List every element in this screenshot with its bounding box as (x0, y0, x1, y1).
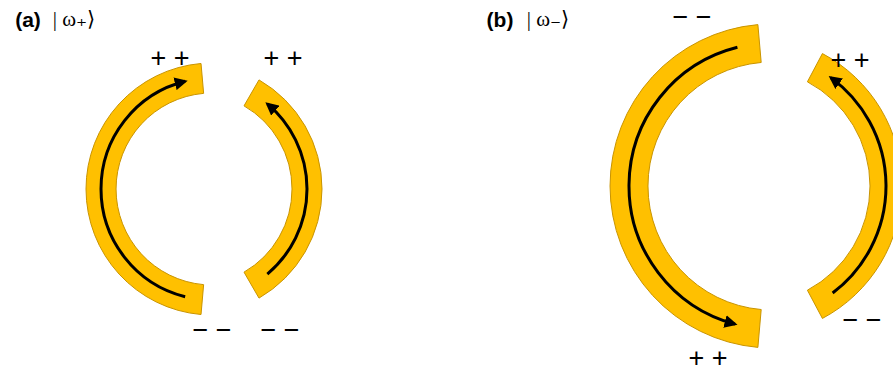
current-arrow (101, 81, 185, 296)
ring-arc (86, 63, 204, 314)
ring-arc (244, 80, 322, 298)
charge-label: + + (263, 45, 302, 72)
state-label: | ω₊⟩ (53, 9, 96, 30)
charge-label: − − (672, 3, 711, 30)
current-arrow (267, 104, 307, 274)
charge-label: − − (260, 317, 299, 344)
charge-label: + + (830, 47, 869, 74)
panel-label: (a) (15, 9, 41, 30)
state-label: | ω₋⟩ (527, 9, 570, 30)
panel-label: (b) (487, 9, 514, 30)
ring-arc (807, 54, 893, 319)
charge-label: + + (688, 344, 727, 371)
current-arrow (831, 78, 886, 293)
ring-arc (610, 25, 761, 348)
charge-label: − − (192, 317, 231, 344)
charge-label: − − (842, 307, 881, 334)
charge-label: + + (150, 45, 189, 72)
current-arrow (629, 47, 737, 324)
